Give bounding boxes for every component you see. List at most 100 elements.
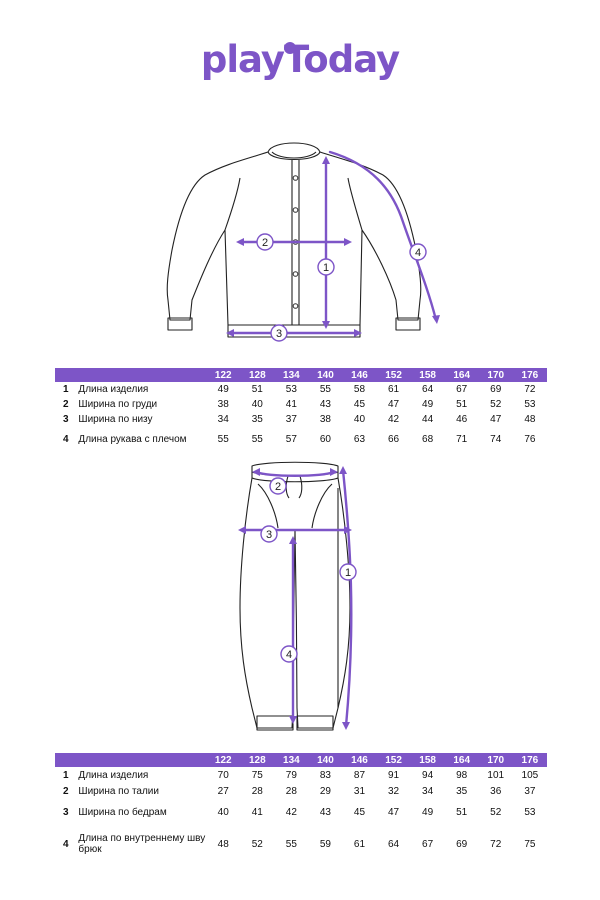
row-value: 74 [490,433,502,445]
size-header: 152 [376,368,411,382]
row-value: 68 [422,433,434,445]
row-value: 58 [353,384,366,395]
size-header: 176 [512,753,547,767]
row-value: 55 [251,433,263,445]
jacket-callout-1: 1 [323,262,329,274]
row-value: 34 [422,785,434,797]
size-header: 140 [308,368,343,382]
logo-dot-icon [284,42,296,54]
row-value: 76 [524,433,536,445]
pants-callout-2: 2 [275,481,281,493]
row-value: 71 [456,433,468,445]
row-value: 52 [251,838,263,850]
row-value: 48 [217,838,229,850]
table-row: 4 Длина рукава с плечом 55 55 57 60 63 6… [55,427,547,451]
row-value: 51 [251,384,263,395]
row-value: 72 [490,838,502,850]
row-value: 94 [422,769,434,781]
size-header: 158 [410,368,445,382]
row-value: 60 [319,433,331,445]
row-value: 67 [422,838,434,850]
row-value: 51 [456,399,468,410]
row-value: 41 [251,806,263,818]
size-header: 140 [308,753,343,767]
row-value: 59 [319,838,331,850]
row-value: 64 [422,384,434,395]
row-value: 36 [490,785,502,797]
row-value: 55 [217,433,229,445]
size-header: 134 [274,753,309,767]
row-value: 63 [353,433,366,445]
row-value: 75 [524,838,536,850]
row-number: 2 [63,399,69,410]
row-value: 70 [217,769,229,781]
header-spacer [55,368,207,382]
header-spacer [55,753,207,767]
row-value: 34 [217,414,229,425]
row-value: 57 [285,433,297,445]
row-value: 79 [285,769,297,781]
row-label: Длина по внутреннему шву брюк [78,833,206,855]
table-row: 1 Длина изделия 70 75 79 83 87 91 94 98 … [55,767,547,783]
row-value: 40 [353,414,366,425]
row-value: 87 [353,769,366,781]
row-value: 83 [319,769,331,781]
row-value: 31 [353,785,366,797]
row-value: 47 [387,399,400,410]
row-value: 47 [387,806,400,818]
row-label: Ширина по низу [78,414,153,425]
row-number: 4 [63,838,69,850]
row-label: Длина изделия [78,384,149,395]
row-value: 37 [524,785,536,797]
row-value: 43 [319,806,331,818]
row-value: 40 [217,806,229,818]
row-value: 42 [387,414,400,425]
size-header: 128 [240,368,275,382]
row-value: 35 [456,785,468,797]
pants-callout-4: 4 [286,649,292,661]
size-header: 170 [478,368,513,382]
row-value: 38 [217,399,229,410]
size-header: 128 [240,753,275,767]
pants-callout-3: 3 [266,529,272,541]
row-value: 67 [456,384,468,395]
row-value: 42 [285,806,297,818]
row-label: Ширина по талии [78,785,159,797]
table-row: 3 Ширина по бедрам 40 41 42 43 45 47 49 … [55,799,547,825]
row-label: Длина изделия [78,769,149,781]
row-number: 3 [63,414,69,425]
jacket-callout-4: 4 [415,247,421,259]
row-value: 49 [422,399,434,410]
row-value: 45 [353,806,366,818]
row-value: 46 [456,414,468,425]
row-value: 44 [422,414,434,425]
row-value: 53 [285,384,297,395]
row-value: 66 [387,433,400,445]
row-value: 53 [524,399,536,410]
jacket-size-header: 122 128 134 140 146 152 158 164 170 176 [55,368,547,382]
row-value: 52 [490,806,502,818]
size-header: 164 [444,368,479,382]
table-row: 2 Ширина по груди 38 40 41 43 45 47 49 5… [55,397,547,412]
row-value: 72 [524,384,536,395]
size-header: 158 [410,753,445,767]
size-header: 122 [206,753,241,767]
pants-size-table: 122 128 134 140 146 152 158 164 170 176 … [55,753,547,863]
row-label: Ширина по груди [78,399,158,410]
brand-logo: playToday [0,38,600,81]
row-value: 75 [251,769,263,781]
pants-size-header: 122 128 134 140 146 152 158 164 170 176 [55,753,547,767]
row-value: 64 [387,838,400,850]
row-value: 101 [487,769,505,781]
row-value: 28 [285,785,297,797]
row-value: 32 [387,785,400,797]
row-value: 49 [422,806,434,818]
row-value: 45 [353,399,366,410]
size-header: 164 [444,753,479,767]
row-number: 2 [63,785,69,797]
table-row: 2 Ширина по талии 27 28 28 29 31 32 34 3… [55,783,547,799]
row-value: 40 [251,399,263,410]
size-header: 146 [342,368,377,382]
row-value: 61 [387,384,400,395]
size-header: 170 [478,753,513,767]
